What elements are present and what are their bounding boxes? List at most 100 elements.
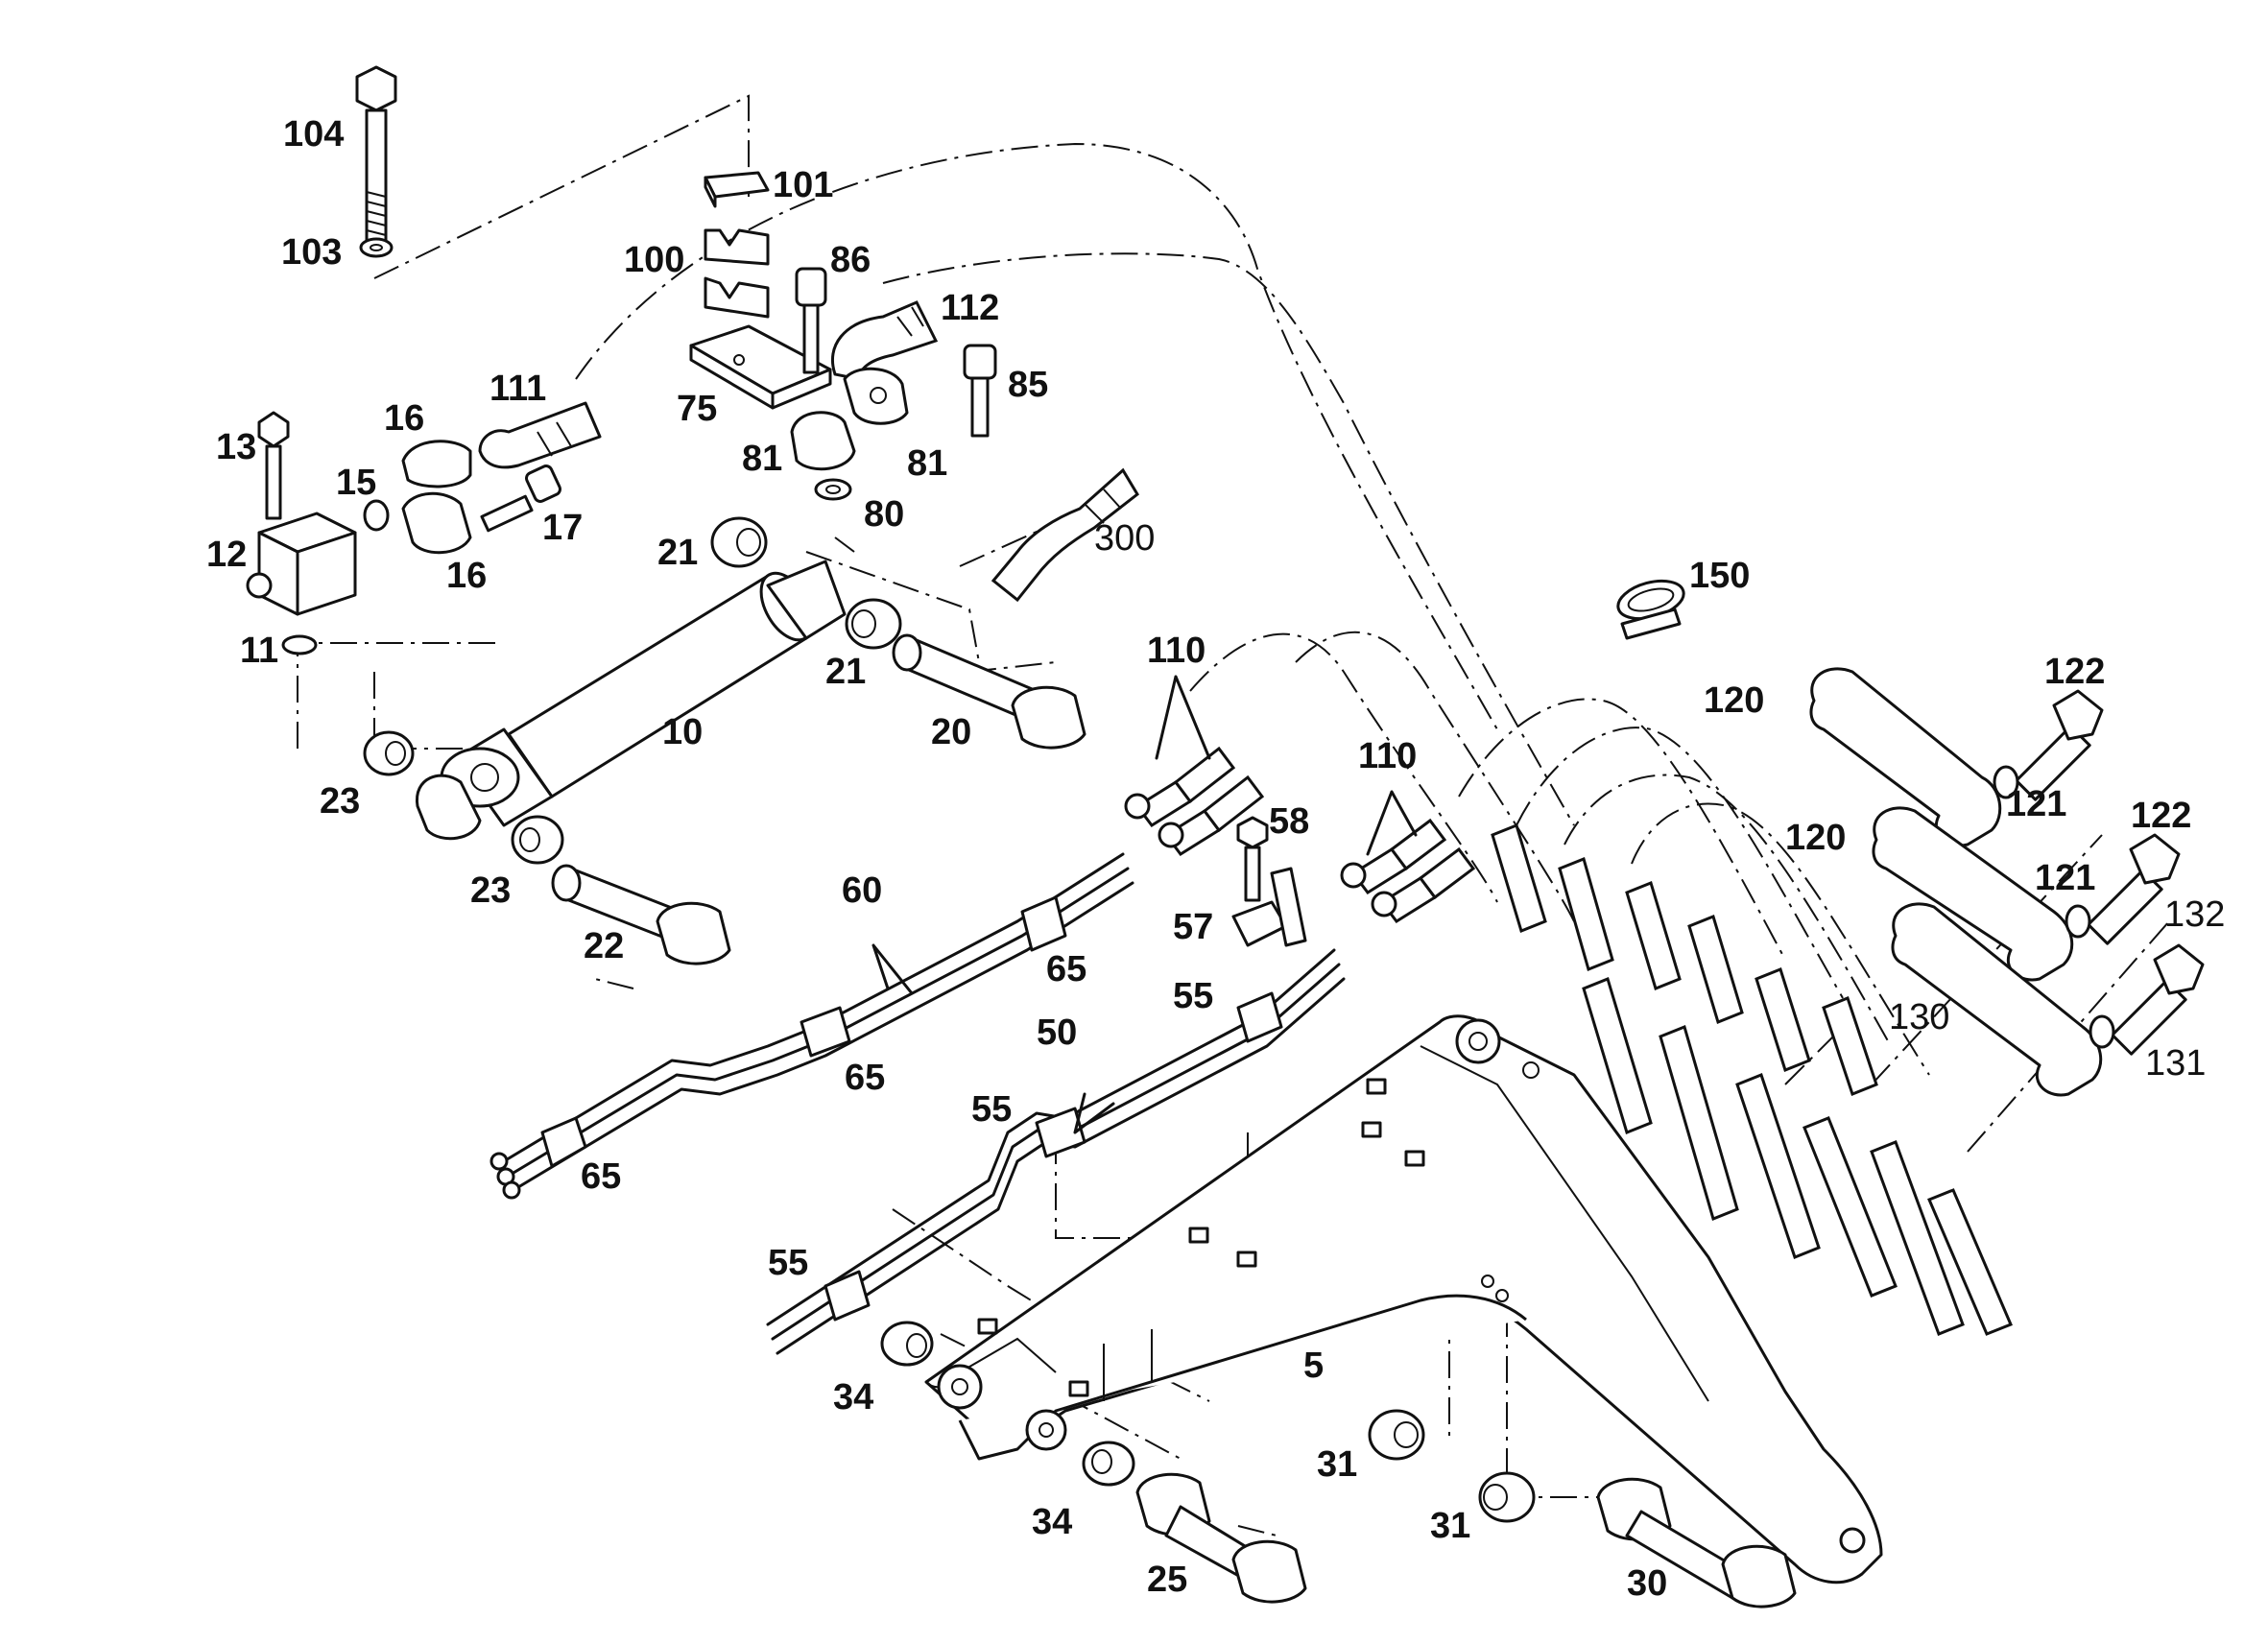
label-75: 75 xyxy=(677,389,717,429)
bolt-104 xyxy=(355,65,397,247)
bolt-132 xyxy=(2111,943,2205,1056)
label-60: 60 xyxy=(842,870,882,911)
hose-couplings-110-b xyxy=(1340,818,1476,924)
label-10: 10 xyxy=(662,712,703,752)
label-130: 130 xyxy=(1889,997,1949,1037)
label-85: 85 xyxy=(1008,365,1048,405)
label-104: 104 xyxy=(283,114,344,155)
label-120-upper: 120 xyxy=(1704,680,1764,721)
washer-80 xyxy=(814,478,852,501)
label-86: 86 xyxy=(830,240,871,280)
pin-25 xyxy=(1135,1472,1307,1604)
label-131: 131 xyxy=(2145,1043,2206,1084)
pin-30 xyxy=(1596,1477,1797,1608)
valve-block-12 xyxy=(246,512,357,616)
label-11: 11 xyxy=(240,631,278,671)
clamp-plate-101 xyxy=(704,171,770,208)
pipe-clamp-65-c xyxy=(1020,895,1067,952)
label-103: 103 xyxy=(281,232,342,273)
label-23-lower: 23 xyxy=(470,870,511,911)
washer-11 xyxy=(281,634,318,655)
bushing-31-lower xyxy=(1478,1471,1536,1523)
bushing-34-upper xyxy=(880,1321,934,1367)
label-21-lower: 21 xyxy=(825,652,866,692)
label-16-upper: 16 xyxy=(384,398,424,439)
label-31-upper: 31 xyxy=(1317,1444,1357,1485)
link-130 xyxy=(1891,902,2103,1097)
label-31-lower: 31 xyxy=(1430,1506,1470,1546)
hose-pointer-110 xyxy=(871,675,1418,1134)
label-100: 100 xyxy=(624,240,684,280)
label-55-middle: 55 xyxy=(971,1089,1012,1130)
label-121-upper: 121 xyxy=(2006,784,2066,824)
bushing-31-upper xyxy=(1368,1409,1425,1461)
label-110-upper: 110 xyxy=(1147,631,1206,671)
mounting-plate-75 xyxy=(689,324,832,410)
bushing-23-upper xyxy=(363,730,415,776)
hose-fitting-112 xyxy=(830,300,939,381)
hose-fitting-111 xyxy=(478,401,602,469)
label-15: 15 xyxy=(336,463,376,503)
label-132: 132 xyxy=(2164,894,2225,935)
link-120-upper xyxy=(1809,667,2002,847)
boom-5 xyxy=(924,1014,1883,1584)
clamp-halves-81 xyxy=(790,367,909,471)
bushing-21-lower xyxy=(845,598,902,650)
label-16-lower: 16 xyxy=(446,556,487,596)
clamp-block-100 xyxy=(704,228,770,319)
bolt-122-lower xyxy=(2087,833,2181,945)
bolt-122-upper xyxy=(2015,689,2104,801)
bushing-23-lower xyxy=(511,815,564,865)
label-5: 5 xyxy=(1303,1346,1324,1386)
pipe-clamp-55-a xyxy=(824,1270,871,1322)
label-65-right: 65 xyxy=(1046,949,1086,989)
label-55-upper: 55 xyxy=(1173,976,1213,1016)
pipe-clamp-55-c xyxy=(1236,991,1283,1043)
label-150: 150 xyxy=(1689,556,1750,596)
pipe-clamp-65-b xyxy=(800,1006,851,1058)
washer-15 xyxy=(363,499,390,532)
hose-bundle xyxy=(1491,822,2013,1336)
label-81-left: 81 xyxy=(742,439,782,479)
label-65-middle: 65 xyxy=(845,1058,885,1098)
bolt-58 xyxy=(1236,816,1269,902)
label-55-lower: 55 xyxy=(768,1243,808,1283)
bolt-13 xyxy=(257,411,290,520)
link-120-lower xyxy=(1872,806,2074,982)
hose-end-300 xyxy=(991,467,1139,603)
label-17: 17 xyxy=(542,508,583,548)
label-30: 30 xyxy=(1627,1563,1667,1604)
label-120-lower: 120 xyxy=(1785,818,1846,858)
label-50: 50 xyxy=(1037,1013,1077,1053)
callout-labels: 104 101 103 100 86 112 111 85 13 16 75 1… xyxy=(206,114,2225,1604)
screw-85 xyxy=(963,344,997,438)
bracket-57 xyxy=(1231,867,1307,947)
hose-clip-150 xyxy=(1616,579,1685,640)
washer-131 xyxy=(2089,1014,2115,1049)
pipe-assembly-60 xyxy=(502,852,1134,1192)
label-65-left: 65 xyxy=(581,1156,621,1197)
label-300: 300 xyxy=(1094,518,1155,559)
washer-103 xyxy=(359,237,394,258)
clamp-16-lower xyxy=(401,491,472,555)
pipe-clamp-55-b xyxy=(1035,1107,1086,1158)
label-110-lower: 110 xyxy=(1358,736,1417,776)
screw-86 xyxy=(795,267,827,374)
label-57: 57 xyxy=(1173,907,1213,947)
label-25: 25 xyxy=(1147,1560,1187,1600)
label-122-upper: 122 xyxy=(2044,652,2105,692)
label-21-upper: 21 xyxy=(657,533,698,573)
label-34-upper: 34 xyxy=(833,1377,873,1418)
washer-121-upper xyxy=(1993,765,2019,799)
label-122-lower: 122 xyxy=(2131,796,2191,836)
bushing-21-upper xyxy=(710,516,768,568)
label-12: 12 xyxy=(206,535,247,575)
pin-20 xyxy=(892,633,1086,750)
pin-22 xyxy=(551,864,731,965)
label-112: 112 xyxy=(941,288,999,328)
label-101: 101 xyxy=(773,165,833,205)
label-121-lower: 121 xyxy=(2035,858,2095,898)
label-20: 20 xyxy=(931,712,971,752)
label-22: 22 xyxy=(584,926,624,966)
